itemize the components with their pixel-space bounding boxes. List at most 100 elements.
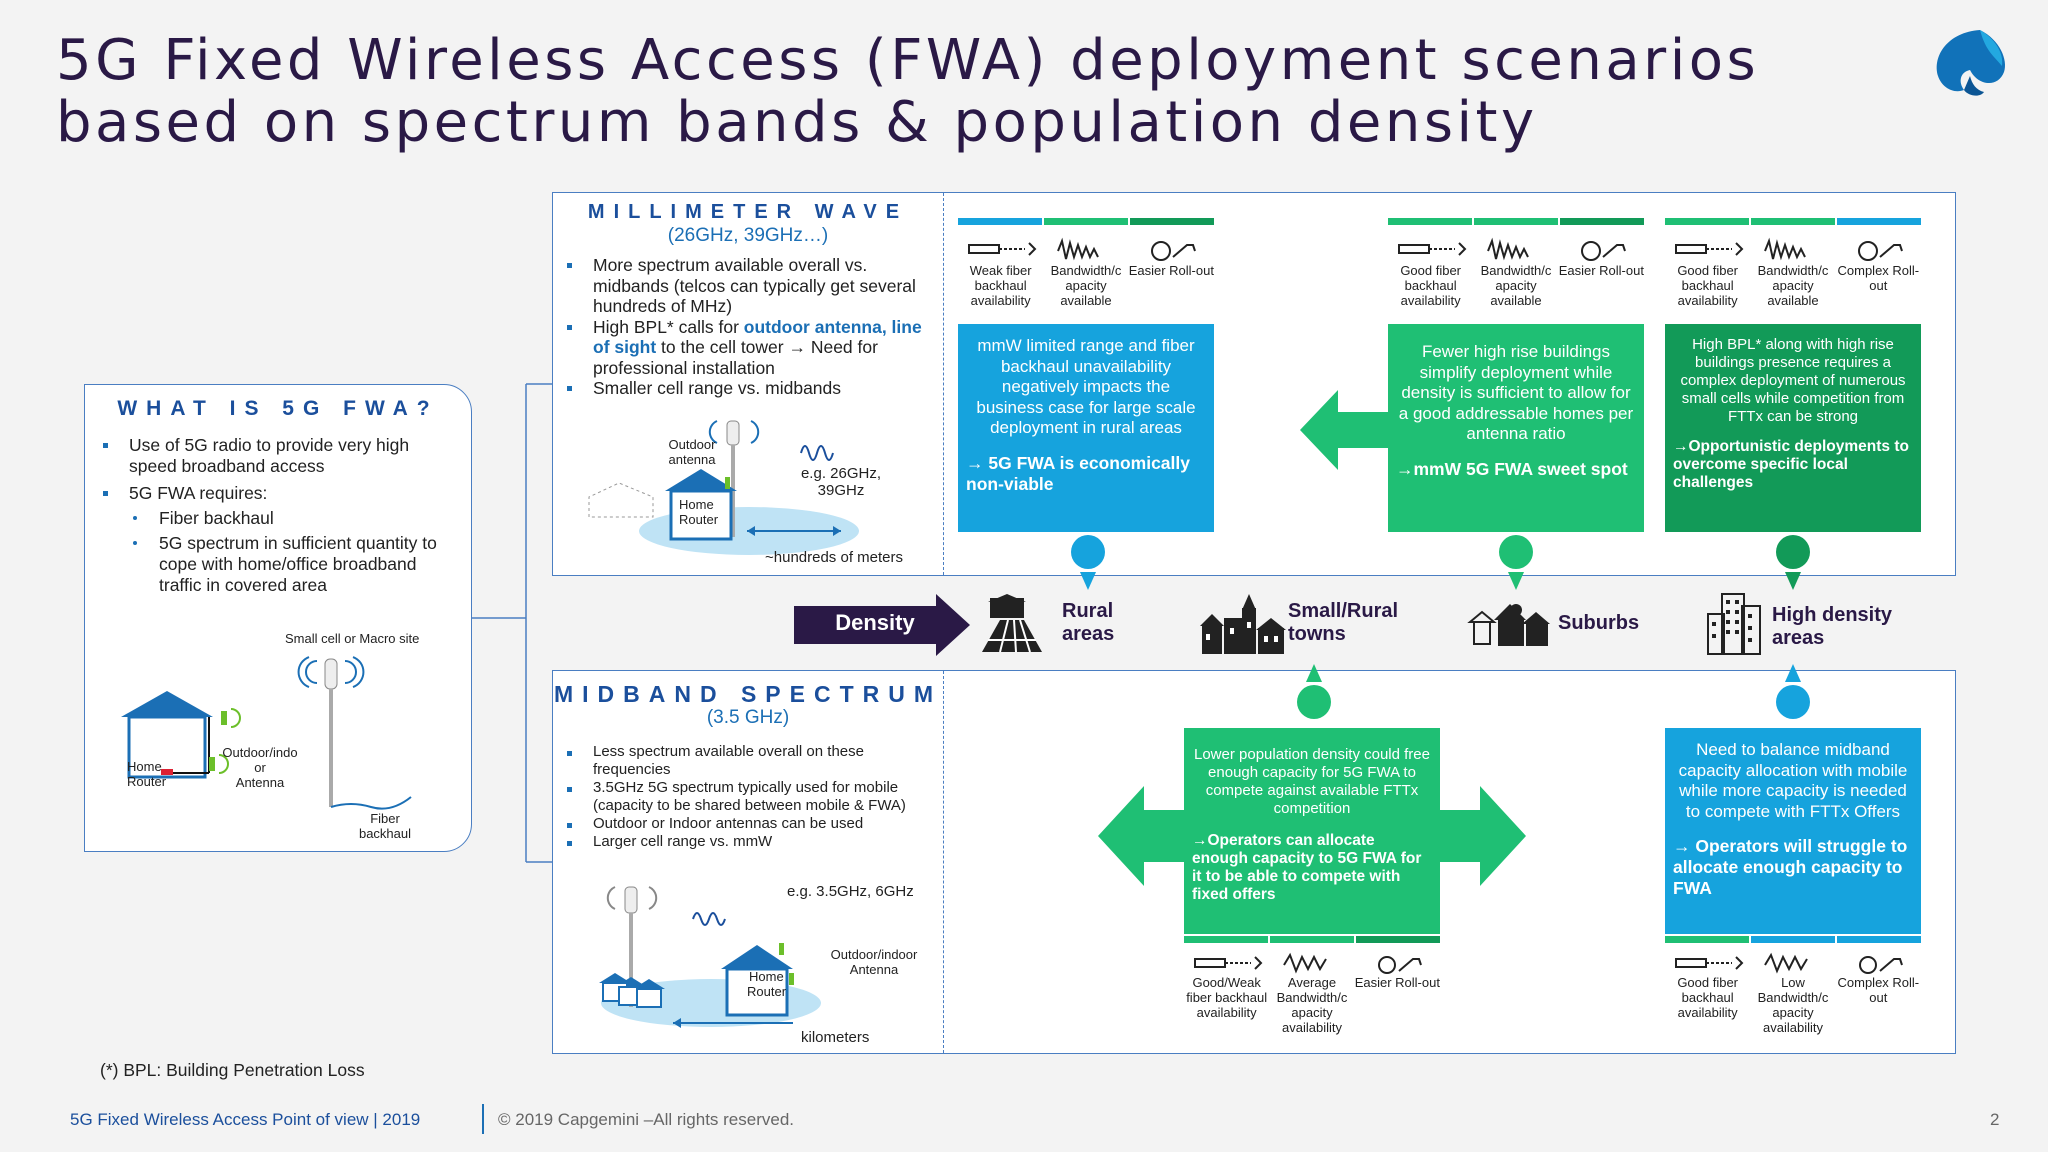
suburbs-pin-icon: [1499, 535, 1533, 590]
towns-pin-icon: [1297, 664, 1331, 719]
city-buildings-icon: [1707, 593, 1761, 655]
fiber-icon-cell: Weak fiber backhaul availability: [958, 235, 1043, 308]
wrench-gear-icon: [1858, 241, 1904, 261]
top-rural-column: Weak fiber backhaul availability Bandwid…: [958, 218, 1214, 532]
mmw-range-label: ~hundreds of meters: [765, 549, 903, 566]
mmw-home-label: Home: [679, 497, 714, 512]
mid-frequency-label: e.g. 3.5GHz, 6GHz: [787, 883, 914, 900]
what-bullet-2: 5G FWA requires:: [99, 483, 457, 504]
what-bullet-1: Use of 5G radio to provide very high spe…: [99, 435, 457, 477]
what-subbullet-1: Fiber backhaul: [99, 508, 457, 529]
top-rural-box: mmW limited range and fiber backhaul una…: [958, 324, 1214, 532]
mid-subtitle: (3.5 GHz): [706, 707, 790, 728]
bottom-high-box: Need to balance midband capacity allocat…: [1665, 728, 1921, 934]
mid-bullet-1: Less spectrum available overall on these…: [563, 743, 933, 779]
signal-wave-icon: [1283, 952, 1327, 974]
top-high-box: High BPL* along with high rise buildings…: [1665, 324, 1921, 532]
mmw-bullets: More spectrum available overall vs. midb…: [563, 255, 933, 399]
signal-wave-icon: [1764, 237, 1806, 261]
mmw-divider: [943, 193, 944, 575]
bottom-high-icons: Good fiber backhaul availability Low Ban…: [1665, 951, 1921, 1035]
wrench-gear-icon: [1378, 956, 1423, 974]
bottom-towns-icons: Good/Weak fiber backhaul availability Av…: [1184, 951, 1440, 1035]
fiber-icon: [967, 242, 1037, 256]
signal-wave-icon: [1764, 952, 1808, 974]
mmw-frequency-label: e.g. 26GHz, 39GHz: [800, 465, 882, 499]
mmw-diagram-icon: [588, 420, 859, 555]
mmw-bullet-1: More spectrum available overall vs. midb…: [563, 255, 933, 317]
top-rural-stripe: [958, 218, 1214, 225]
mid-bullets: Less spectrum available overall on these…: [563, 743, 933, 851]
mmw-subtitle: (26GHz, 39GHz…): [667, 225, 829, 246]
density-arrow-icon: [794, 594, 970, 656]
footnote: (*) BPL: Building Penetration Loss: [100, 1060, 365, 1080]
top-high-stripe: [1665, 218, 1921, 225]
top-suburbs-box: Fewer high rise buildings simplify deplo…: [1388, 324, 1644, 532]
fwa-architecture-diagram-icon: [121, 656, 412, 810]
top-suburbs-stripe: [1388, 218, 1644, 225]
fiber-icon: [1674, 242, 1744, 256]
wrench-gear-icon: [1151, 241, 1197, 261]
signal-wave-icon: [1487, 237, 1529, 261]
top-rural-icons: Weak fiber backhaul availability Bandwid…: [958, 235, 1214, 308]
suburbs-icon: [1467, 604, 1550, 646]
mid-range-label: kilometers: [801, 1029, 870, 1046]
mid-router-label: Router: [747, 984, 787, 999]
connector-lines: [470, 383, 552, 863]
footer-left: 5G Fixed Wireless Access Point of view |…: [70, 1110, 421, 1129]
footer-divider: [482, 1104, 484, 1134]
left-arrow-icon: [1300, 390, 1390, 470]
mid-home-label: Home: [749, 969, 784, 984]
page-title: 5G Fixed Wireless Access (FWA) deploymen…: [56, 28, 1760, 155]
signal-wave-icon: [1057, 237, 1099, 261]
mid-bullet-2: 3.5GHz 5G spectrum typically used for mo…: [563, 779, 933, 815]
fiber-icon: [1397, 242, 1467, 256]
midband-diagram-icon: [599, 886, 821, 1028]
bottom-towns-column: Lower population density could free enou…: [1184, 728, 1440, 1035]
mid-bullet-3: Outdoor or Indoor antennas can be used: [563, 815, 933, 833]
what-subbullet-2: 5G spectrum in sufficient quantity to co…: [99, 533, 457, 596]
what-fiber-label: Fiber backhaul: [358, 811, 412, 841]
top-suburbs-column: Good fiber backhaul availability Bandwid…: [1388, 218, 1644, 532]
what-is-5g-fwa-box: WHAT IS 5G FWA? Use of 5G radio to provi…: [84, 384, 472, 852]
wrench-gear-icon: [1581, 241, 1627, 261]
bottom-high-column: Need to balance midband capacity allocat…: [1665, 728, 1921, 1035]
fiber-icon: [1674, 956, 1744, 970]
top-suburbs-icons: Good fiber backhaul availability Bandwid…: [1388, 235, 1644, 308]
high-density-pin-icon: [1776, 535, 1810, 590]
mid-title: MIDBAND SPECTRUM: [553, 681, 943, 707]
what-router-label: Router: [127, 774, 167, 789]
top-high-density-column: Good fiber backhaul availability Bandwid…: [1665, 218, 1921, 532]
mmw-bullet-3: Smaller cell range vs. midbands: [563, 378, 933, 399]
mid-divider: [943, 671, 944, 1053]
density-label: Density: [835, 610, 915, 635]
bottom-towns-stripe: [1184, 936, 1440, 943]
rollout-icon-cell: Easier Roll-out: [1129, 235, 1214, 308]
bottom-high-stripe: [1665, 936, 1921, 943]
wrench-gear-icon: [1859, 956, 1904, 974]
what-bullets: Use of 5G radio to provide very high spe…: [99, 435, 457, 596]
what-antenna-label: Outdoor/indo or Antenna: [222, 745, 298, 790]
mid-bullet-4: Larger cell range vs. mmW: [563, 833, 933, 851]
capgemini-spade-logo-icon: [1936, 30, 2005, 96]
fiber-icon: [1193, 956, 1263, 970]
category-suburbs: Suburbs: [1558, 612, 1640, 634]
rural-pin-icon: [1071, 535, 1105, 590]
what-home-label: Home: [127, 759, 162, 774]
town-icon: [1200, 594, 1286, 654]
footer-copyright: © 2019 Capgemini –All rights reserved.: [498, 1110, 795, 1129]
farm-icon: [982, 594, 1042, 653]
site-label: Small cell or Macro site: [285, 631, 420, 646]
bottom-towns-box: Lower population density could free enou…: [1184, 728, 1440, 934]
page-number: 2: [1990, 1110, 2000, 1129]
mid-antenna-label: Outdoor/indoor Antenna: [830, 947, 918, 977]
mmw-title: MILLIMETER WAVE: [587, 201, 909, 223]
mmw-router-label: Router: [679, 512, 719, 527]
bandwidth-icon-cell: Bandwidth/c apacity available: [1043, 235, 1128, 308]
mmw-antenna-label: Outdoor antenna: [668, 437, 716, 467]
top-high-icons: Good fiber backhaul availability Bandwid…: [1665, 235, 1921, 308]
what-title: WHAT IS 5G FWA?: [117, 397, 439, 420]
